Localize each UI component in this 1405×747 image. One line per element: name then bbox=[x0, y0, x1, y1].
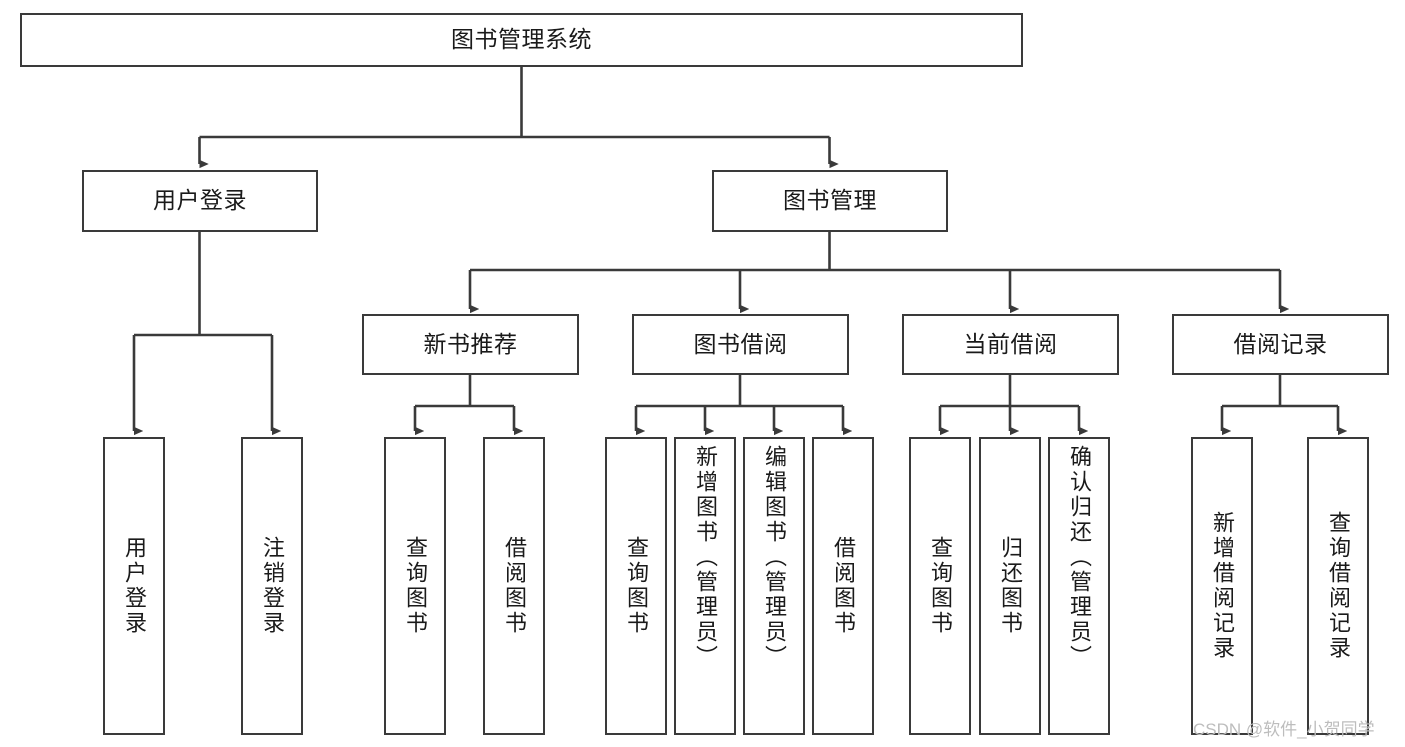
node-leaf-query-book-3[interactable]: 查询图书 bbox=[909, 437, 971, 735]
node-leaf-confirm-return-label: 确认归还（管理员） bbox=[1066, 445, 1092, 670]
node-root-label: 图书管理系统 bbox=[451, 26, 592, 53]
node-user-login-label: 用户登录 bbox=[153, 187, 247, 214]
node-leaf-edit-book[interactable]: 编辑图书（管理员） bbox=[743, 437, 805, 735]
node-new-book-recommend-label: 新书推荐 bbox=[423, 330, 518, 357]
node-book-borrow[interactable]: 图书借阅 bbox=[632, 314, 849, 375]
node-leaf-borrow-book-1[interactable]: 借阅图书 bbox=[483, 437, 545, 735]
node-leaf-query-book-1-label: 查询图书 bbox=[402, 536, 428, 636]
node-book-manage-label: 图书管理 bbox=[783, 187, 877, 214]
node-current-borrow[interactable]: 当前借阅 bbox=[902, 314, 1119, 375]
node-root[interactable]: 图书管理系统 bbox=[20, 13, 1023, 67]
node-leaf-add-book-label: 新增图书（管理员） bbox=[692, 445, 718, 670]
node-book-manage[interactable]: 图书管理 bbox=[712, 170, 948, 232]
node-leaf-query-book-2-label: 查询图书 bbox=[623, 536, 649, 636]
node-leaf-borrow-book-2-label: 借阅图书 bbox=[830, 536, 856, 636]
node-current-borrow-label: 当前借阅 bbox=[963, 330, 1058, 357]
node-leaf-return-book[interactable]: 归还图书 bbox=[979, 437, 1041, 735]
node-leaf-user-login[interactable]: 用户登录 bbox=[103, 437, 165, 735]
node-leaf-edit-book-label: 编辑图书（管理员） bbox=[761, 445, 787, 670]
node-leaf-query-record-label: 查询借阅记录 bbox=[1325, 511, 1351, 661]
node-leaf-return-book-label: 归还图书 bbox=[997, 536, 1023, 636]
node-user-login[interactable]: 用户登录 bbox=[82, 170, 318, 232]
node-leaf-borrow-book-1-label: 借阅图书 bbox=[501, 536, 527, 636]
node-leaf-logout-login-label: 注销登录 bbox=[259, 536, 285, 636]
node-leaf-add-record-label: 新增借阅记录 bbox=[1209, 511, 1235, 661]
node-borrow-record[interactable]: 借阅记录 bbox=[1172, 314, 1389, 375]
node-leaf-query-record[interactable]: 查询借阅记录 bbox=[1307, 437, 1369, 735]
node-leaf-query-book-2[interactable]: 查询图书 bbox=[605, 437, 667, 735]
node-leaf-add-record[interactable]: 新增借阅记录 bbox=[1191, 437, 1253, 735]
node-leaf-logout-login[interactable]: 注销登录 bbox=[241, 437, 303, 735]
csdn-watermark: CSDN @软件_小贺同学 bbox=[1193, 720, 1375, 739]
node-leaf-query-book-1[interactable]: 查询图书 bbox=[384, 437, 446, 735]
node-leaf-borrow-book-2[interactable]: 借阅图书 bbox=[812, 437, 874, 735]
node-borrow-record-label: 借阅记录 bbox=[1233, 330, 1328, 357]
node-leaf-query-book-3-label: 查询图书 bbox=[927, 536, 953, 636]
node-book-borrow-label: 图书借阅 bbox=[693, 330, 788, 357]
node-leaf-confirm-return[interactable]: 确认归还（管理员） bbox=[1048, 437, 1110, 735]
node-leaf-user-login-label: 用户登录 bbox=[121, 536, 147, 636]
node-leaf-add-book[interactable]: 新增图书（管理员） bbox=[674, 437, 736, 735]
node-new-book-recommend[interactable]: 新书推荐 bbox=[362, 314, 579, 375]
